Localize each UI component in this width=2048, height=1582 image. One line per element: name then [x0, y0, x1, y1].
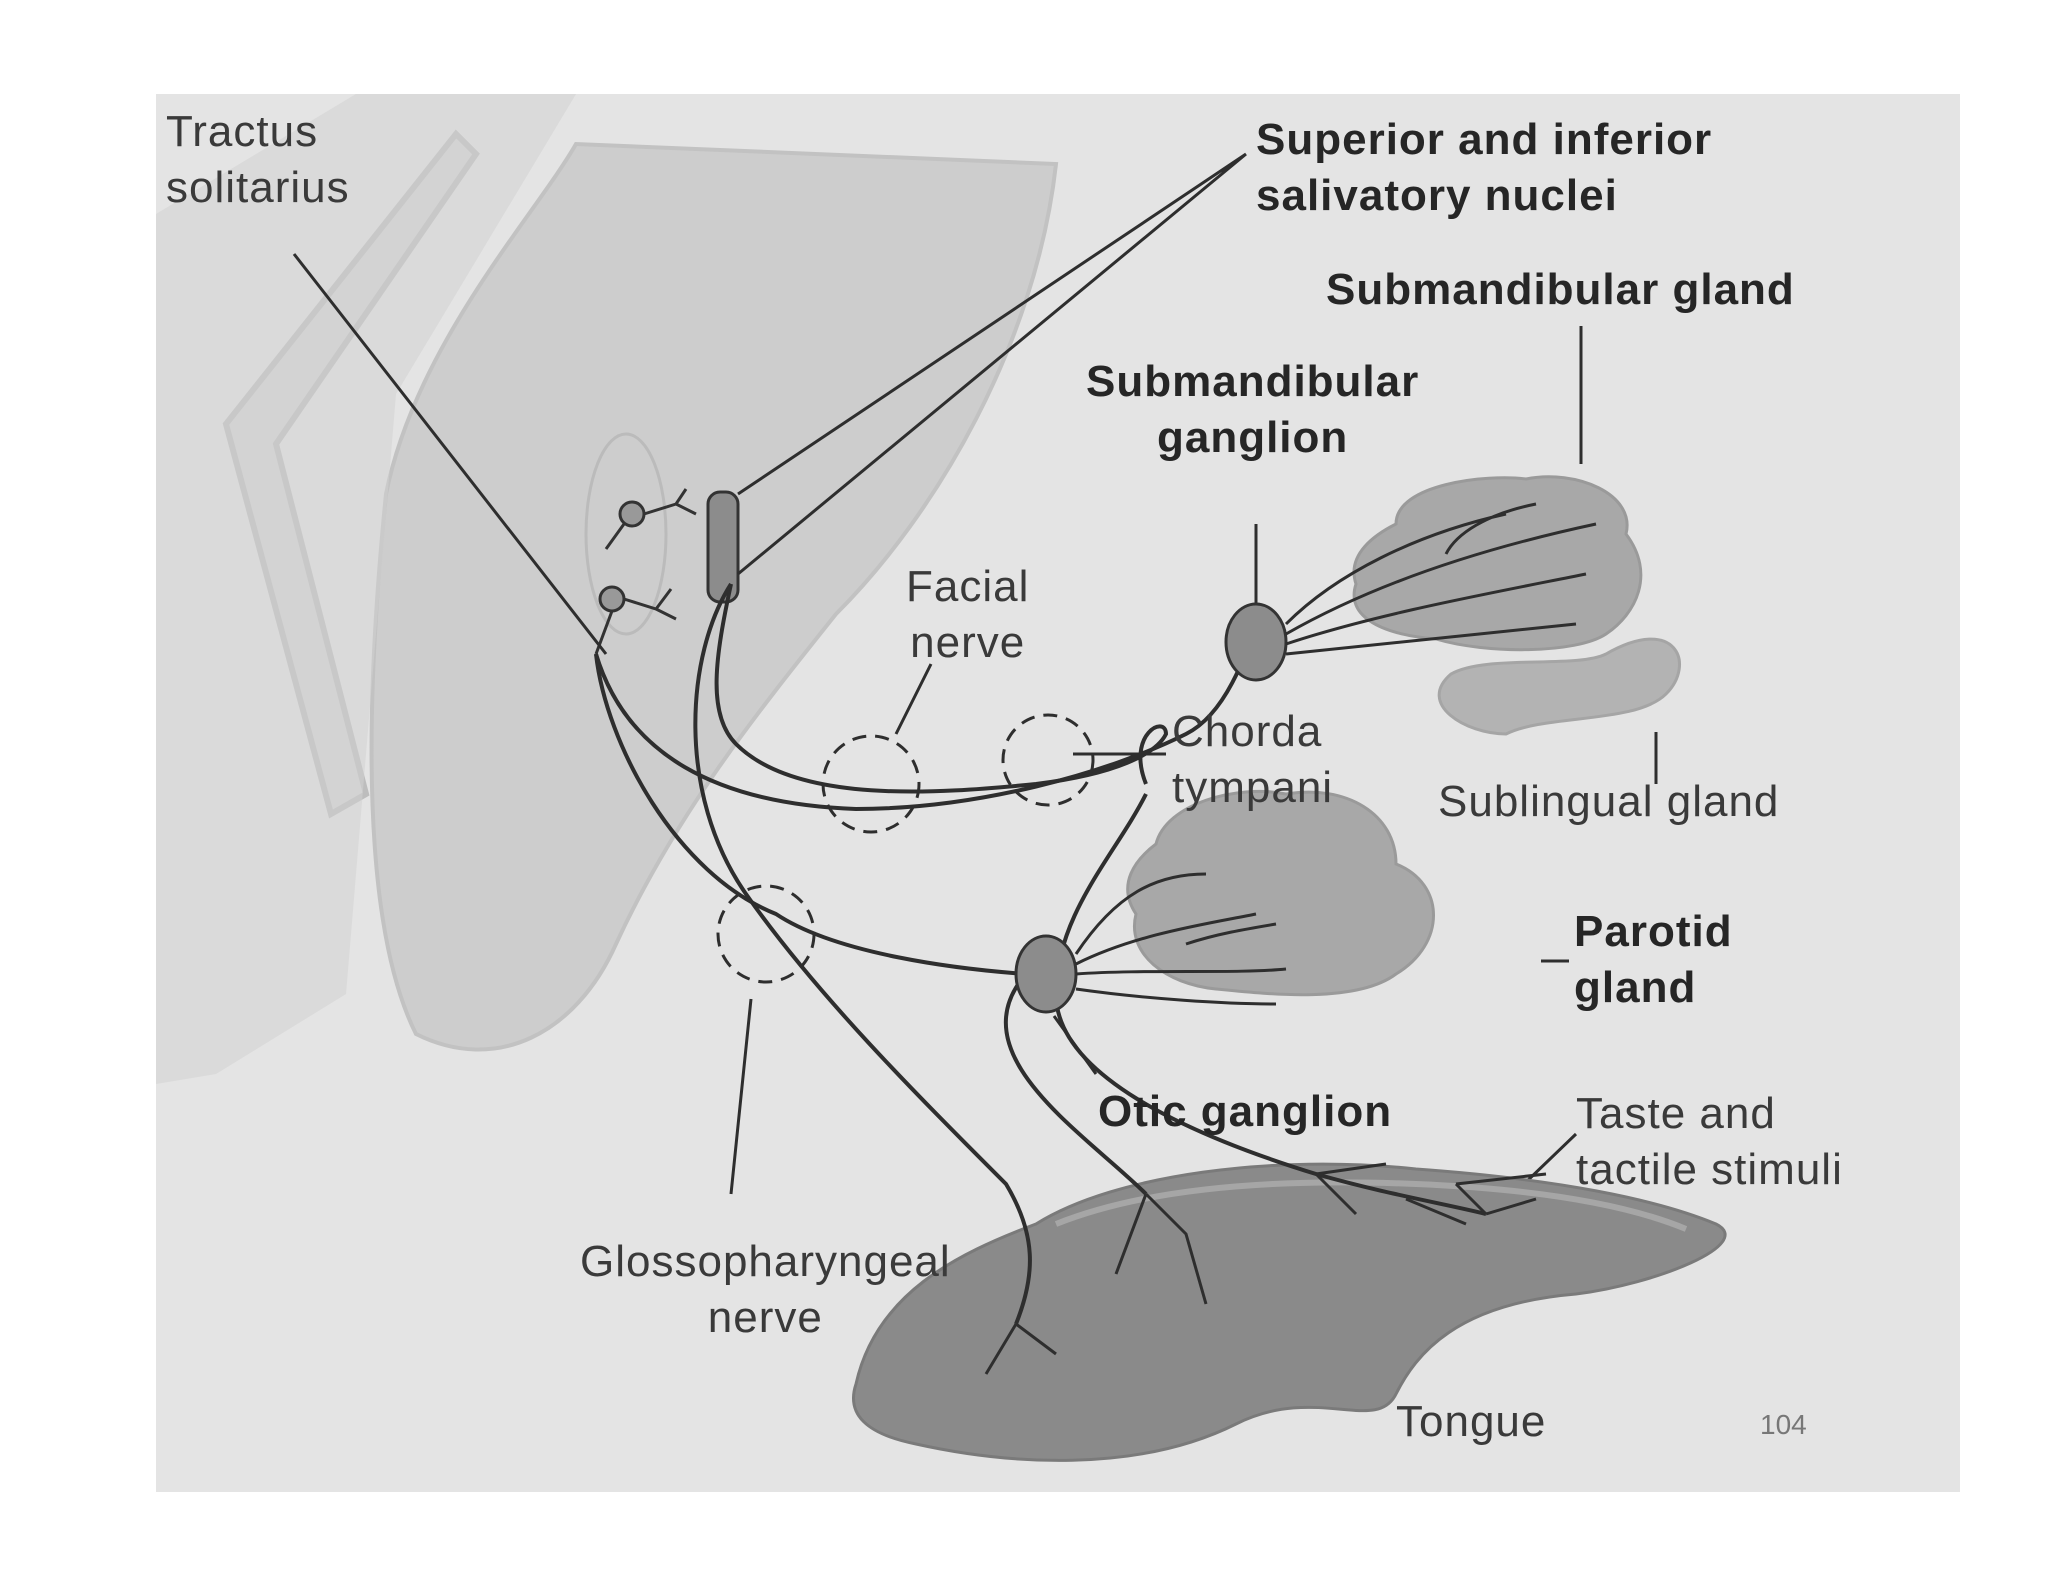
- glossopharyngeal-nerve-path: [594, 653, 1027, 976]
- nucleus-neuron-upper: [618, 500, 646, 528]
- medulla-shape: [156, 94, 576, 1084]
- salivatory-nucleus: [706, 490, 740, 604]
- parotid-branches: [1074, 872, 1287, 1006]
- diagram-artwork: [156, 94, 1727, 1462]
- nucleus-synapses: [594, 488, 697, 655]
- chorda-tympani-path: [594, 623, 1258, 812]
- submandibular-ganglion: [1224, 602, 1288, 682]
- tongue-shape: [852, 1162, 1727, 1462]
- tongue-dorsum: [1054, 1179, 1688, 1232]
- tongue-nerve-branches: [984, 1162, 1547, 1375]
- submandibular-branches: [1284, 502, 1597, 656]
- lingual-nerve-path: [693, 582, 1487, 1325]
- label-otic-ganglion: Otic ganglion: [1098, 1087, 1393, 1136]
- nucleus-region: [584, 432, 668, 636]
- label-tongue: Tongue: [1396, 1397, 1547, 1446]
- dashed-markers: [716, 713, 1095, 984]
- page-number: 104: [1760, 1409, 1807, 1440]
- label-submandibular-gland: Submandibular gland: [1326, 265, 1795, 314]
- nucleus-neuron-lower: [598, 585, 626, 613]
- submandibular-gland: [1352, 475, 1643, 652]
- sublingual-gland: [1437, 637, 1681, 736]
- otic-ganglion: [1014, 934, 1078, 1014]
- facial-nerve-path: [714, 583, 1169, 794]
- parotid-gland: [1126, 789, 1435, 997]
- label-sublingual-gland: Sublingual gland: [1438, 777, 1780, 826]
